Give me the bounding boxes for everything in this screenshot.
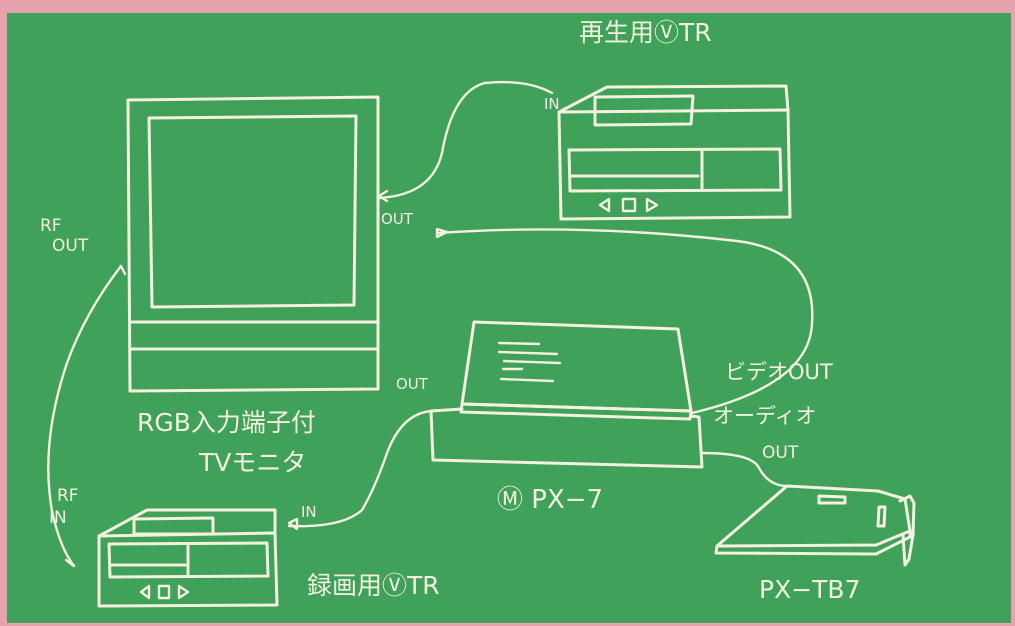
monitor-label-line1: RGB入力端子付 bbox=[137, 408, 316, 437]
audio-out-label-2: OUT bbox=[762, 443, 799, 463]
rec-in-label: IN bbox=[301, 503, 317, 521]
px-tb7-label: PX−TB7 bbox=[759, 575, 860, 604]
rf-out-label-1: RF bbox=[40, 216, 62, 236]
connection-diagram: 再生用ⓋTR RGB入力端子付 TVモニタ 録画用ⓋTR Ⓜ PX−7 PX−T… bbox=[40, 18, 916, 608]
rf-out-label-2: OUT bbox=[52, 236, 89, 256]
rf-in-label-2: IN bbox=[49, 508, 67, 528]
vtr-out-label: OUT bbox=[381, 210, 414, 228]
rf-in-label-1: RF bbox=[57, 486, 79, 506]
playback-vtr bbox=[557, 84, 792, 221]
cable-px7-to-rec-vtr bbox=[287, 409, 434, 528]
monitor-label-line2: TVモニタ bbox=[198, 448, 306, 477]
vtr-in-label: IN bbox=[544, 95, 560, 113]
px7-unit bbox=[429, 320, 704, 469]
px-tb7-tablet bbox=[714, 484, 916, 567]
cable-vtr-out-to-px7 bbox=[435, 228, 814, 415]
tv-monitor bbox=[126, 95, 380, 393]
video-out-label: ビデオOUT bbox=[725, 360, 833, 384]
playback-vtr-label: 再生用ⓋTR bbox=[579, 18, 712, 47]
recording-vtr-label: 録画用ⓋTR bbox=[307, 571, 440, 600]
cable-vtr-to-monitor bbox=[377, 80, 554, 200]
cables bbox=[47, 80, 814, 568]
chalkboard-diagram: 再生用ⓋTR RGB入力端子付 TVモニタ 録画用ⓋTR Ⓜ PX−7 PX−T… bbox=[7, 13, 1011, 623]
px7-out-label: OUT bbox=[396, 375, 429, 393]
cable-rf bbox=[47, 264, 123, 568]
audio-out-label-1: オーディオ bbox=[713, 404, 817, 428]
px7-label: Ⓜ PX−7 bbox=[497, 485, 603, 515]
recording-vtr bbox=[97, 508, 279, 608]
cable-px7-to-tablet bbox=[700, 451, 789, 488]
